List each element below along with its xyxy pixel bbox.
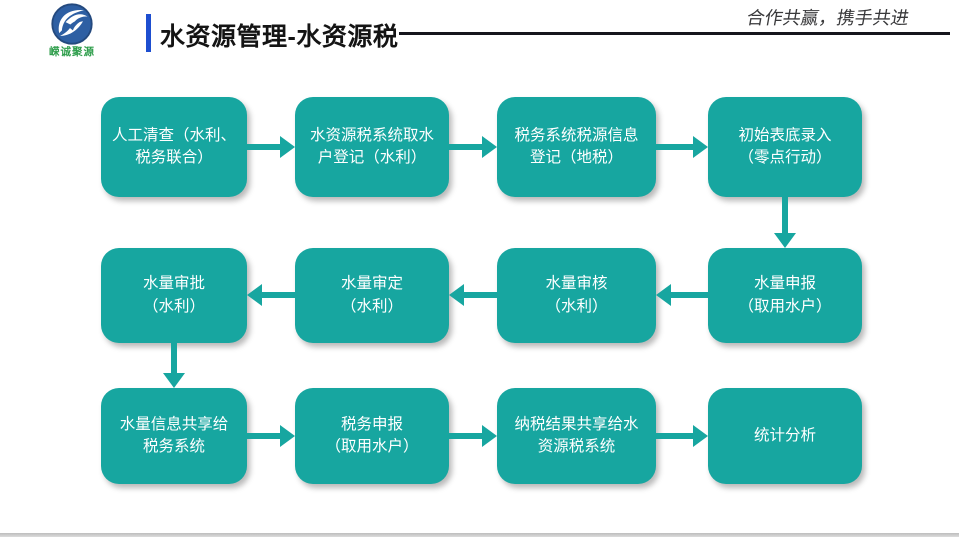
flow-box-tax-system-registration: 税务系统税源信息 登记（地税） — [497, 97, 656, 197]
flow-box-line: 资源税系统 — [537, 438, 616, 455]
flow-box-line: 水量审定 — [340, 275, 403, 293]
flow-box-line: 水量审批 — [142, 275, 205, 293]
flow-box-manual-check: 人工清查（水利、 税务联合） — [101, 97, 247, 197]
flow-arrow-right-icon — [449, 136, 497, 158]
flow-box-volume-determination: 水量审定 （水利） — [295, 248, 449, 343]
page-title: 水资源管理-水资源税 — [160, 23, 399, 51]
flow-box-volume-approval: 水量审批 （水利） — [101, 248, 247, 343]
company-logo: 嵘诚聚源 — [38, 2, 106, 59]
flow-arrow-right-icon — [656, 425, 708, 447]
flow-arrow-right-icon — [449, 425, 497, 447]
logo-mark-icon — [51, 3, 93, 45]
flow-box-volume-review: 水量审核 （水利） — [497, 248, 656, 343]
header-slogan: 合作共赢，携手共进 — [745, 8, 911, 28]
flow-box-line: 水量信息共享给 — [119, 415, 229, 433]
flow-box-line: 税务系统 — [142, 438, 205, 455]
flow-box-line: 初始表底录入 — [738, 126, 832, 144]
logo-text: 嵘诚聚源 — [49, 46, 95, 58]
flow-box-line: （水利） — [545, 297, 608, 315]
flow-box-line: 税务联合） — [135, 149, 213, 166]
flow-box-line: 户登记（水利） — [317, 149, 427, 166]
flow-box-line: 统计分析 — [753, 426, 816, 444]
flow-arrow-right-icon — [656, 136, 708, 158]
flow-box-statistics-analysis: 统计分析 — [708, 388, 862, 484]
flow-arrow-down-icon — [774, 197, 796, 248]
flow-arrow-left-icon — [656, 284, 708, 306]
flow-box-line: 水资源税系统取水 — [309, 126, 434, 144]
flow-box-line: 税务申报 — [340, 415, 403, 433]
flow-box-water-tax-system-registration: 水资源税系统取水 户登记（水利） — [295, 97, 449, 197]
flow-box-volume-declaration: 水量申报 （取用水户） — [708, 248, 862, 343]
flow-box-line: 纳税结果共享给水 — [514, 415, 639, 433]
flow-box-line: 水量申报 — [753, 275, 816, 293]
flow-box-line: （取用水户） — [738, 297, 832, 315]
flow-box-share-tax-result: 纳税结果共享给水 资源税系统 — [497, 388, 656, 484]
title-accent-bar — [146, 14, 151, 52]
flow-box-line: （取用水户） — [325, 438, 419, 455]
flow-arrow-right-icon — [247, 425, 295, 447]
flow-box-initial-meter-entry: 初始表底录入 （零点行动） — [708, 97, 862, 197]
flow-arrow-left-icon — [247, 284, 295, 306]
bottom-border-bar — [0, 533, 959, 537]
flow-box-line: （水利） — [340, 297, 403, 315]
flow-arrow-left-icon — [449, 284, 497, 306]
flow-box-line: 人工清查（水利、 — [111, 126, 236, 144]
flow-arrow-right-icon — [247, 136, 295, 158]
header-rule — [399, 32, 950, 35]
flow-box-line: （零点行动） — [738, 149, 832, 166]
flow-box-line: 税务系统税源信息 — [514, 126, 639, 144]
flow-box-line: 登记（地税） — [529, 149, 623, 166]
flow-box-tax-declaration: 税务申报 （取用水户） — [295, 388, 449, 484]
flow-box-line: （水利） — [142, 297, 205, 315]
flow-box-line: 水量审核 — [545, 275, 608, 293]
flow-arrow-down-icon — [163, 343, 185, 388]
flow-box-share-volume-info: 水量信息共享给 税务系统 — [101, 388, 247, 484]
